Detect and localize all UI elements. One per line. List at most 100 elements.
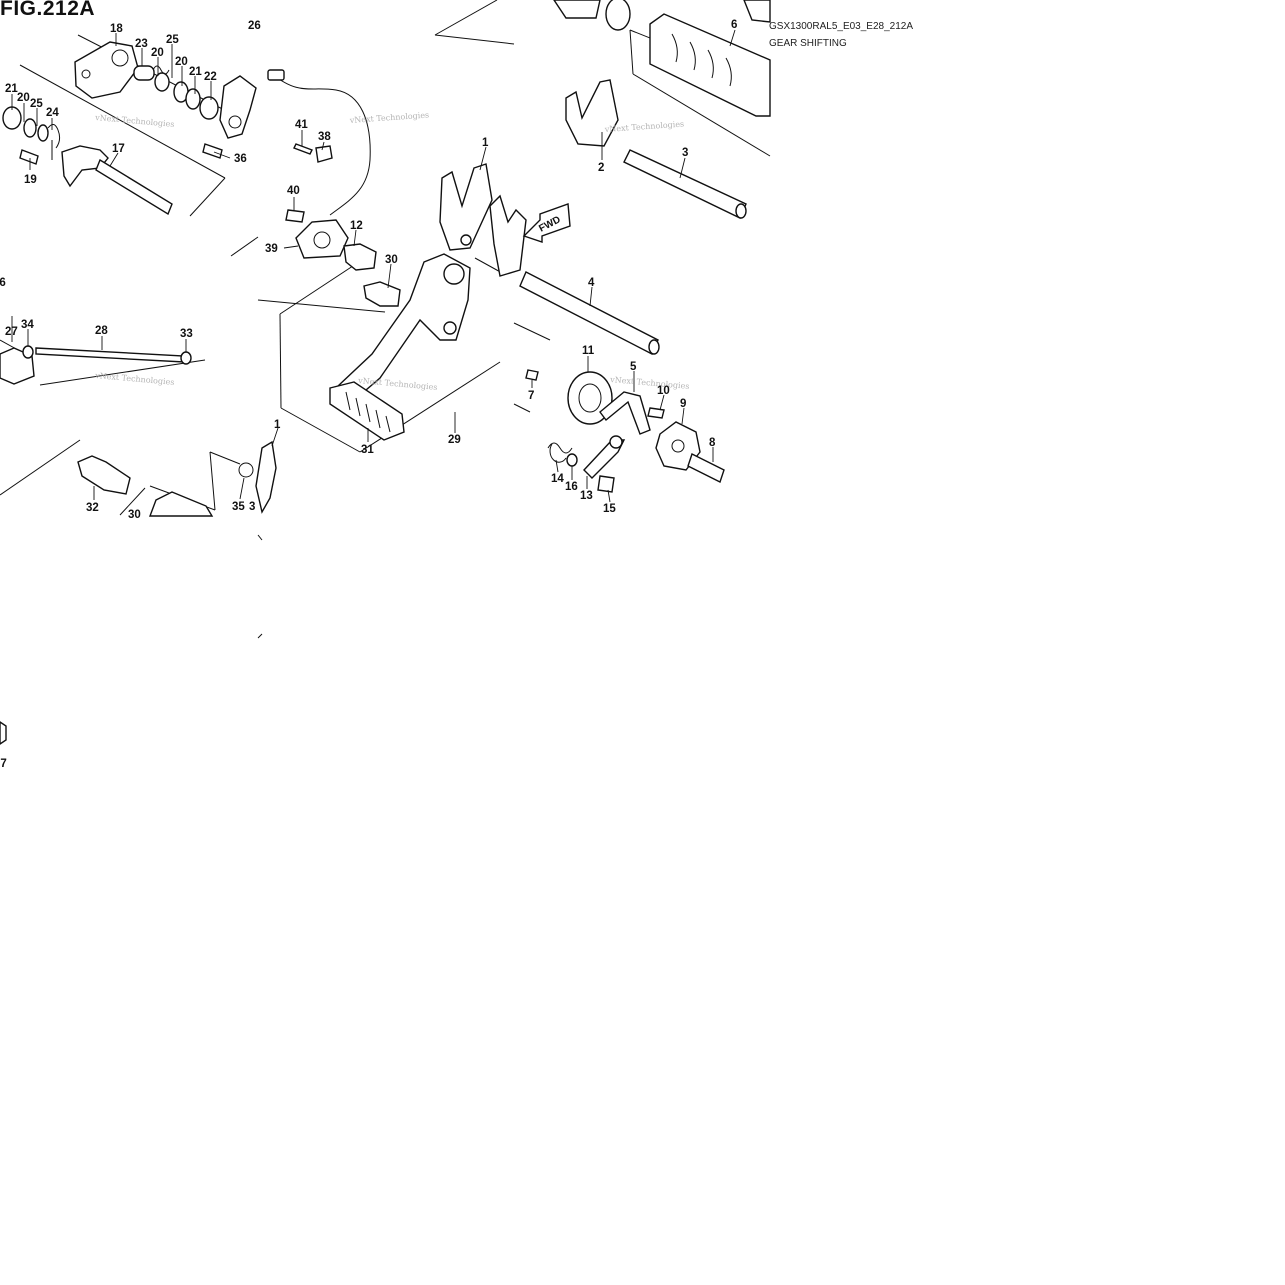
callout-label: 31 bbox=[361, 444, 374, 456]
circlip-part bbox=[238, 462, 254, 478]
callout-label: 10 bbox=[657, 385, 670, 397]
callout-label: 19 bbox=[24, 174, 37, 186]
callout-label: 7 bbox=[528, 390, 534, 402]
callout-label: 33 bbox=[180, 328, 193, 340]
watermark-text: vNext Technologies bbox=[349, 110, 430, 125]
callout-label: 11 bbox=[582, 345, 595, 357]
callout-label: 3 bbox=[682, 147, 688, 159]
callout-label: 1 bbox=[482, 137, 489, 149]
washer-part bbox=[185, 88, 201, 110]
bearing-part bbox=[605, 0, 631, 31]
figure-code: GSX1300RAL5_E03_E28_212A bbox=[769, 21, 914, 32]
stopper-arm-roller bbox=[609, 435, 623, 449]
callout-label: 20 bbox=[17, 92, 30, 104]
fwd-arrow-icon bbox=[522, 203, 571, 243]
fork-shaft-end bbox=[735, 203, 747, 219]
figure-title: FIG.212A bbox=[0, 0, 96, 20]
cam-plate-hole bbox=[111, 49, 129, 67]
callout-label: 9 bbox=[680, 398, 686, 410]
callout-label: 34 bbox=[21, 319, 34, 331]
callout-label: 20 bbox=[151, 47, 164, 59]
callout-label: 21 bbox=[189, 66, 202, 78]
leader-lines bbox=[11, 29, 736, 503]
callout-label: 20 bbox=[175, 56, 188, 68]
shift-lever-pivot bbox=[443, 321, 457, 335]
shift-fork-pin bbox=[460, 234, 472, 246]
screw-part bbox=[293, 143, 313, 155]
shift-shaft-rod bbox=[95, 158, 173, 216]
callout-label: 18 bbox=[110, 23, 123, 35]
callout-label: 29 bbox=[448, 434, 461, 446]
callout-label: 15 bbox=[603, 503, 616, 515]
callout-label: 1 bbox=[274, 419, 281, 431]
shift-arm-part bbox=[219, 75, 257, 139]
watermark-text: vNext Technologies bbox=[357, 376, 438, 392]
return-spring-part bbox=[47, 124, 61, 160]
callout-label: 26 bbox=[248, 20, 261, 32]
watermark-text: vNext Technologies bbox=[609, 375, 690, 391]
callout-label: 40 bbox=[287, 185, 300, 197]
callout-label: 6 bbox=[731, 19, 737, 31]
tie-rod-part bbox=[35, 347, 185, 363]
callout-label: 3 bbox=[249, 501, 255, 513]
shift-lever-pivot bbox=[443, 263, 465, 285]
washer-part bbox=[23, 118, 37, 138]
fork-shaft-part bbox=[623, 149, 747, 219]
cam-plate-hole bbox=[81, 69, 91, 79]
callout-label: 5 bbox=[630, 361, 637, 373]
callout-label: 25 bbox=[30, 98, 43, 110]
gear-sensor-part bbox=[295, 219, 349, 259]
oil-seal-part bbox=[343, 243, 377, 271]
bolt-part bbox=[19, 149, 39, 165]
spring-part bbox=[547, 442, 573, 463]
bolt-part bbox=[202, 143, 223, 159]
bolt-part bbox=[687, 453, 725, 483]
watermark-text: vNext Technologies bbox=[94, 371, 175, 387]
callout-label: 35 bbox=[232, 501, 245, 513]
section-name: GEAR SHIFTING bbox=[769, 38, 847, 49]
callout-label: 26 bbox=[0, 277, 6, 289]
callout-label: 14 bbox=[551, 473, 564, 485]
callout-label: 41 bbox=[295, 119, 308, 131]
shift-cam-part bbox=[649, 13, 771, 117]
footpeg-ribs bbox=[345, 391, 391, 433]
shift-fork-part bbox=[439, 163, 493, 251]
washer-part bbox=[566, 453, 578, 467]
nut-part bbox=[22, 345, 34, 359]
callout-label: 17 bbox=[112, 143, 125, 155]
callout-label: 39 bbox=[265, 243, 278, 255]
shift-fork-part bbox=[255, 440, 277, 514]
housing-part bbox=[148, 491, 214, 517]
callout-label: 2 bbox=[598, 162, 604, 174]
callout-label: 21 bbox=[5, 83, 18, 95]
sensor-cable-part bbox=[271, 73, 371, 216]
shift-fork-part bbox=[489, 194, 527, 277]
shift-shaft-part bbox=[77, 455, 131, 495]
bearing-part bbox=[2, 106, 22, 130]
callout-labels: 18 23 25 20 20 21 22 26 21 20 25 24 17 1… bbox=[0, 19, 737, 770]
callout-label: 36 bbox=[234, 153, 247, 165]
fork-shaft-end bbox=[648, 339, 660, 355]
callout-label: 8 bbox=[709, 437, 716, 449]
frame-lines bbox=[0, 0, 771, 639]
bolt-part bbox=[285, 209, 305, 223]
bracket-part bbox=[315, 145, 333, 163]
callout-label: 16 bbox=[565, 481, 578, 493]
footpeg-rubber-part bbox=[329, 381, 405, 441]
callout-label: 27 bbox=[0, 758, 7, 770]
sensor-connector-part bbox=[267, 69, 285, 81]
cam-gear-hole bbox=[671, 439, 685, 453]
callout-label: 25 bbox=[166, 34, 179, 46]
nut-part bbox=[180, 351, 192, 365]
callout-label: 38 bbox=[318, 131, 331, 143]
shift-arm-hole bbox=[228, 115, 242, 129]
cam-plate-part bbox=[74, 41, 139, 99]
callout-label: 13 bbox=[580, 490, 593, 502]
callout-label: 32 bbox=[86, 502, 99, 514]
callout-label: 23 bbox=[135, 38, 148, 50]
callout-label: 24 bbox=[46, 107, 59, 119]
callout-label: 12 bbox=[350, 220, 363, 232]
bearing-part bbox=[199, 96, 219, 120]
bolt-part bbox=[363, 281, 401, 307]
